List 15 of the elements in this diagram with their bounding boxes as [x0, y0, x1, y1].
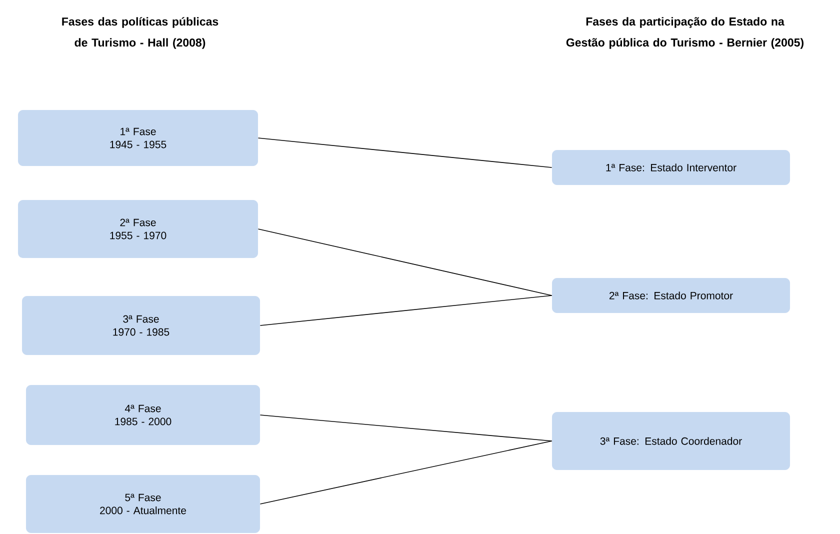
- connector-line: [258, 228, 552, 296]
- connector-line: [260, 295, 552, 326]
- phase-box: 3ª Fase: Estado Coordenador: [552, 412, 790, 470]
- phase-box: 4ª Fase 1985 - 2000: [26, 384, 260, 445]
- phase-box: 5ª Fase 2000 - Atualmente: [26, 474, 260, 533]
- phase-box: 1ª Fase 1945 - 1955: [18, 110, 258, 166]
- column-heading: Fases das políticas públicas de Turismo - Hall (2008): [62, 17, 218, 49]
- connector-line: [260, 414, 552, 442]
- phase-box: 1ª Fase: Estado Interventor: [552, 150, 790, 185]
- phase-box: 2ª Fase: Estado Promotor: [552, 278, 790, 313]
- connector-line: [260, 440, 552, 504]
- phase-box: 2ª Fase 1955 - 1970: [18, 200, 258, 258]
- connector-line: [258, 138, 552, 168]
- column-heading: Fases da participação do Estado na Gestão pública do Turismo - Bernier (2005): [566, 17, 804, 49]
- phase-box: 3ª Fase 1970 - 1985: [22, 296, 260, 355]
